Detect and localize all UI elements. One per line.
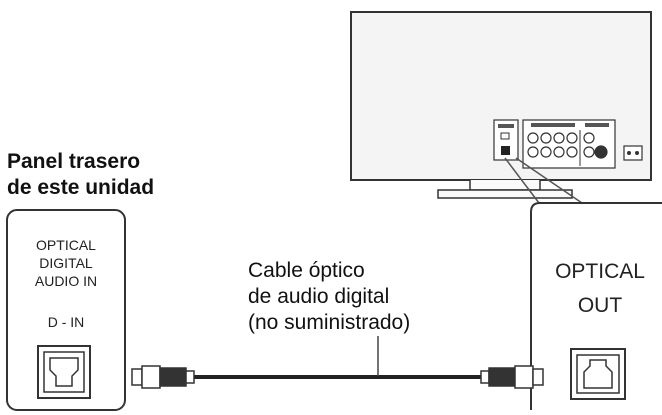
callout-line-right: [515, 157, 583, 204]
cable-label-line2: de audio digital: [248, 285, 390, 308]
tv-terminal-label-strip: [498, 124, 514, 128]
optical-out-label-line1: OPTICAL: [555, 260, 645, 283]
optical-cable: [131, 336, 544, 389]
tv-terminal-icon: [500, 132, 510, 140]
cable-plug-right: [480, 365, 544, 389]
tv-back-view: [350, 11, 652, 199]
rear-panel-title-line1: Panel trasero: [7, 150, 141, 173]
cable-label-line1: Cable óptico: [248, 259, 365, 282]
tv-side-port: [623, 145, 643, 161]
optical-out-port-icon: [570, 348, 626, 400]
rear-panel-title-line2: de este unidad: [7, 176, 155, 199]
tv-connector-label-strip-2: [585, 123, 609, 127]
cable-plug-left: [131, 365, 195, 389]
optical-out-label-line2: OUT: [577, 294, 623, 317]
tv-optical-port-small: [501, 146, 510, 155]
cable-label-line3: (no suministrado): [248, 311, 411, 334]
tv-connector-label-strip: [531, 123, 575, 127]
optical-in-label-line3: AUDIO IN: [34, 273, 98, 289]
tv-jack-grid: [527, 132, 608, 159]
tv-stand-base: [437, 189, 573, 199]
tv-stand-neck: [469, 180, 541, 191]
optical-in-port-icon: [37, 345, 91, 399]
tv-connector-block: [522, 119, 616, 169]
tv-output-panel-box: [530, 202, 662, 410]
rear-panel-box: [6, 209, 126, 411]
optical-in-label-line2: DIGITAL: [39, 255, 93, 271]
optical-in-label-line1: OPTICAL: [36, 237, 96, 253]
optical-in-port-label: D - IN: [47, 314, 85, 330]
callout-line-left: [504, 157, 540, 204]
